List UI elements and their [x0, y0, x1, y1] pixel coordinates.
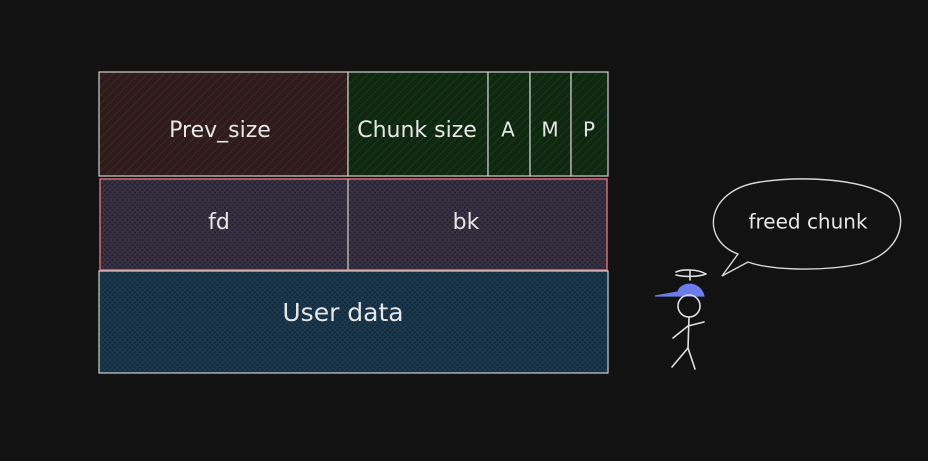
flag-p-label: P [583, 118, 595, 142]
fd-label: fd [208, 210, 230, 235]
head [677, 294, 701, 318]
flag-a-label: A [501, 118, 515, 142]
cap-icon [654, 283, 705, 297]
speech-bubble: freed chunk [712, 178, 902, 277]
speech-bubble-outline [712, 178, 902, 277]
stick-figure [654, 269, 707, 370]
user-data-cell [98, 270, 609, 374]
bk-label: bk [453, 210, 480, 235]
prev-size-cell [98, 71, 349, 177]
free-list-pointers-row: fd bk [99, 178, 608, 271]
flag-a-cell [487, 71, 531, 177]
flag-m-label: M [541, 118, 558, 142]
flag-p-cell [570, 71, 609, 177]
propeller-icon [675, 269, 707, 281]
user-data-label: User data [282, 298, 403, 327]
left-arm [672, 325, 689, 339]
right-leg [687, 347, 696, 370]
body [687, 316, 690, 349]
chunk-size-label: Chunk size [357, 118, 477, 143]
right-arm [687, 321, 705, 327]
chunk-size-cell [347, 71, 489, 177]
prev-size-label: Prev_size [169, 118, 271, 143]
user-data-row: User data [98, 270, 609, 374]
chunk-header-row: Prev_size Chunk size A M P [98, 71, 609, 177]
speech-bubble-text: freed chunk [748, 210, 868, 234]
left-leg [671, 347, 689, 368]
fd-bk-frame [99, 178, 608, 271]
